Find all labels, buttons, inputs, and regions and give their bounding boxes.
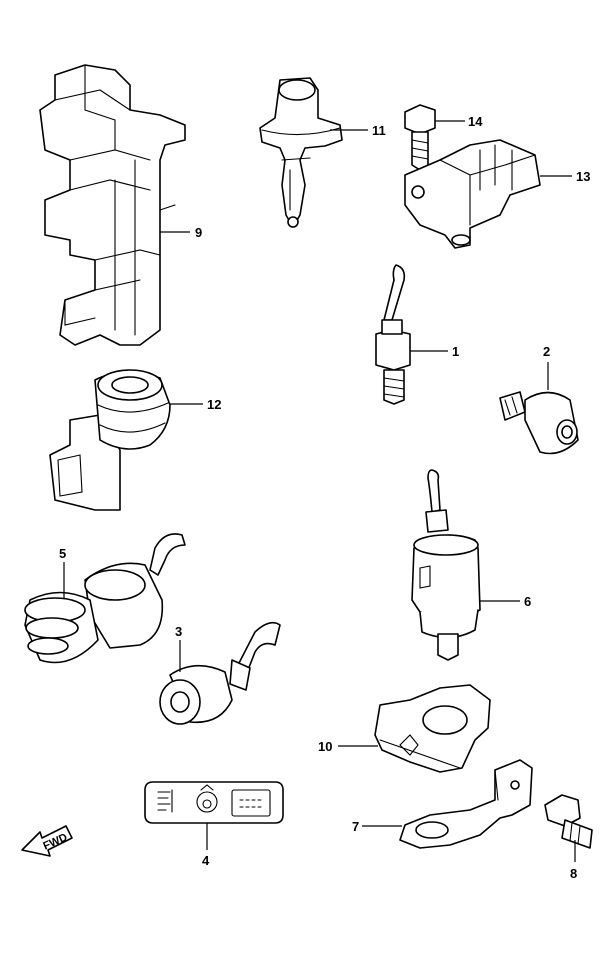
part-14-bolt — [404, 104, 436, 171]
callout-6: 6 — [524, 594, 531, 609]
part-9-bracket — [39, 64, 186, 346]
callout-7: 7 — [352, 819, 359, 834]
part-10-gasket — [374, 684, 491, 773]
part-4-label — [144, 781, 284, 824]
callout-4: 4 — [202, 853, 210, 868]
part-3-sensor — [159, 621, 281, 725]
part-2-knock-sensor — [499, 391, 579, 455]
callout-11: 11 — [372, 123, 386, 138]
callout-10: 10 — [318, 739, 332, 754]
part-7-bracket — [399, 759, 533, 849]
callout-1: 1 — [452, 344, 459, 359]
callout-14: 14 — [468, 114, 483, 129]
callout-13: 13 — [576, 169, 590, 184]
part-6-pressure-switch — [411, 469, 481, 661]
callout-5: 5 — [59, 546, 66, 561]
callout-2: 2 — [543, 344, 550, 359]
part-1-temp-sensor — [375, 264, 411, 405]
part-13-pressure-sensor — [404, 139, 541, 249]
part-12-grommet — [49, 369, 171, 511]
fwd-arrow-icon: FWD — [21, 825, 73, 857]
oil-pressure-icon — [196, 784, 218, 813]
part-8-bolt — [544, 794, 593, 849]
callout-3: 3 — [175, 624, 182, 639]
part-5-sender — [24, 533, 186, 664]
part-11-sensor — [259, 77, 343, 228]
callout-8: 8 — [570, 866, 577, 881]
thermometer-icon — [157, 789, 173, 813]
charge-icon — [231, 789, 271, 817]
callout-9: 9 — [195, 225, 202, 240]
fwd-label: FWD — [41, 831, 69, 852]
callout-12: 12 — [207, 397, 221, 412]
